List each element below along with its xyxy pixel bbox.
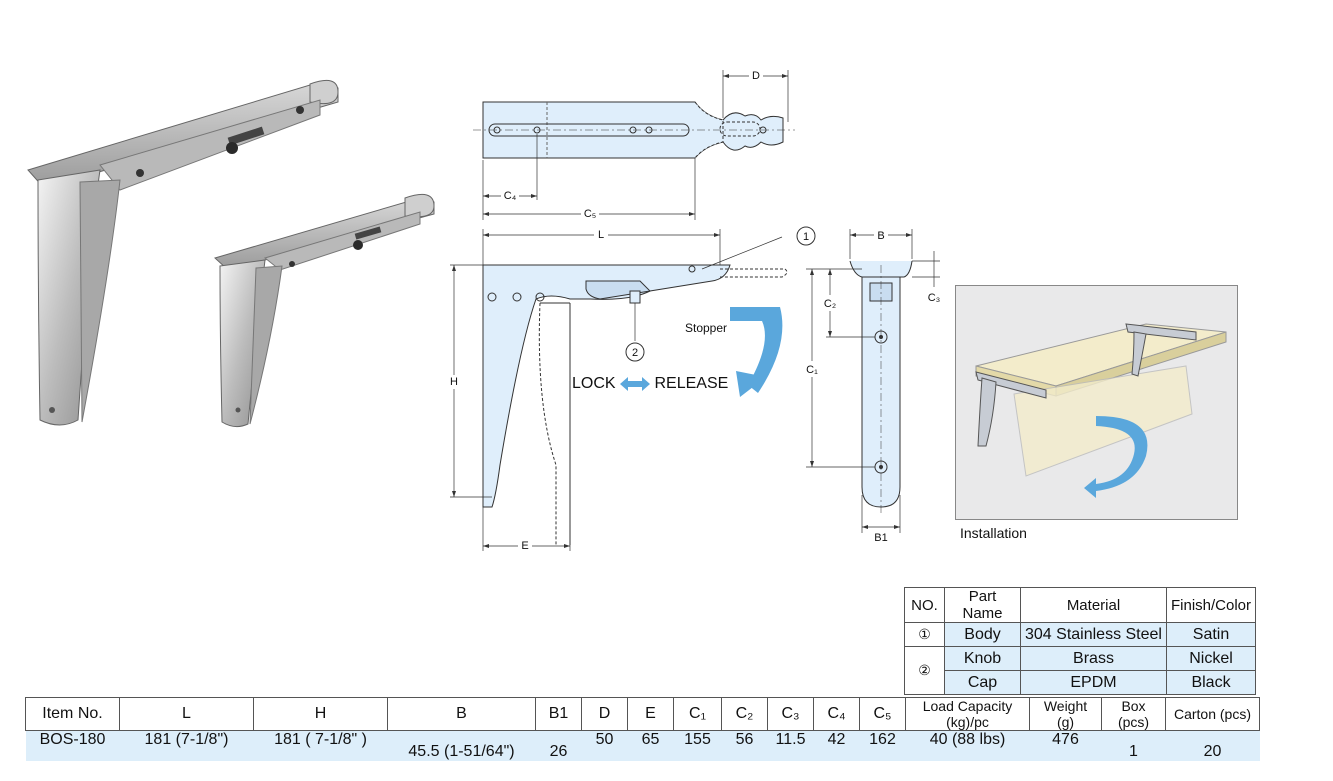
spec-header-box: Box (pcs) bbox=[1101, 697, 1166, 731]
spec-header-row: Item No. L H B B1 D E C₁ C₂ C₃ C₄ C₅ Loa… bbox=[25, 697, 1260, 731]
spec-header-c4: C₄ bbox=[813, 697, 860, 731]
dim-c5: C₅ bbox=[584, 208, 596, 220]
spec-c5: 162 bbox=[859, 730, 906, 761]
installation-drawing bbox=[975, 323, 1227, 498]
parts-finish: Nickel bbox=[1165, 646, 1257, 671]
parts-material: 304 Stainless Steel bbox=[1020, 622, 1167, 647]
side-view-drawing: L H E 2 bbox=[448, 228, 788, 552]
parts-header-finish: Finish/Color bbox=[1165, 587, 1257, 623]
stopper-label: Stopper bbox=[685, 321, 728, 335]
parts-table: NO. Part Name Material Finish/Color ① Bo… bbox=[904, 587, 1257, 695]
spec-header-load: Load Capacity (kg)/pc bbox=[905, 697, 1030, 731]
spec-header-d: D bbox=[581, 697, 628, 731]
parts-name: Cap bbox=[944, 670, 1021, 695]
parts-header-part: Part Name bbox=[944, 587, 1021, 623]
dim-c2: C₂ bbox=[824, 298, 836, 310]
dim-c3: C₃ bbox=[928, 292, 940, 304]
spec-l: 181 (7-1/8") bbox=[119, 730, 254, 761]
lock-release-label: LOCK RELEASE bbox=[572, 375, 728, 393]
spec-h: 181 ( 7-1/8" ) bbox=[253, 730, 388, 761]
spec-item: BOS-180 bbox=[25, 730, 120, 761]
parts-header-material: Material bbox=[1020, 587, 1167, 623]
spec-header-b1: B1 bbox=[535, 697, 582, 731]
callout-2: 2 bbox=[632, 347, 638, 359]
product-photo bbox=[27, 79, 435, 428]
lock-text: LOCK bbox=[572, 375, 616, 392]
spec-header-e: E bbox=[627, 697, 674, 731]
spec-header-carton: Carton (pcs) bbox=[1165, 697, 1260, 731]
parts-no: ① bbox=[904, 622, 945, 647]
installation-caption: Installation bbox=[960, 525, 1027, 541]
table-row: BOS-180 181 (7-1/8") 181 ( 7-1/8" ) 45.5… bbox=[25, 730, 1260, 761]
dim-b1: B1 bbox=[874, 532, 887, 544]
spec-carton: 20 bbox=[1165, 730, 1260, 761]
parts-name: Knob bbox=[944, 646, 1021, 671]
spec-b: 45.5 (1-51/64") bbox=[387, 730, 536, 761]
dim-c4: C₄ bbox=[504, 190, 517, 202]
spec-c4: 42 bbox=[813, 730, 860, 761]
top-view-drawing: D C₄ C₅ bbox=[473, 69, 795, 220]
dim-c1: C₁ bbox=[806, 364, 818, 376]
table-row: ① Body 304 Stainless Steel Satin bbox=[904, 622, 1257, 647]
callout-1: 1 bbox=[803, 231, 809, 243]
parts-header-no: NO. bbox=[904, 587, 945, 623]
parts-no: ② bbox=[904, 646, 945, 695]
spec-weight: 476 bbox=[1029, 730, 1102, 761]
spec-header-item: Item No. bbox=[25, 697, 120, 731]
spec-header-c1: C₁ bbox=[673, 697, 722, 731]
double-arrow-icon bbox=[620, 376, 651, 391]
spec-c1: 155 bbox=[673, 730, 722, 761]
dim-h: H bbox=[450, 376, 458, 388]
spec-load: 40 (88 lbs) bbox=[905, 730, 1030, 761]
spec-b1: 26 bbox=[535, 730, 582, 761]
parts-name: Body bbox=[944, 622, 1021, 647]
parts-finish: Black bbox=[1165, 670, 1257, 695]
spec-c3: 11.5 bbox=[767, 730, 814, 761]
spec-header-h: H bbox=[253, 697, 388, 731]
spec-header-c3: C₃ bbox=[767, 697, 814, 731]
spec-header-l: L bbox=[119, 697, 254, 731]
dim-b: B bbox=[877, 230, 884, 242]
table-row: Cap EPDM Black bbox=[905, 670, 1257, 695]
spec-header-c5: C₅ bbox=[859, 697, 906, 731]
spec-header-c2: C₂ bbox=[721, 697, 768, 731]
spec-e: 65 bbox=[627, 730, 674, 761]
small-bracket bbox=[214, 193, 435, 428]
table-row: ② Knob Brass Nickel bbox=[904, 646, 1257, 695]
parts-material: EPDM bbox=[1020, 670, 1167, 695]
spec-header-b: B bbox=[387, 697, 536, 731]
callout-1-marker: 1 bbox=[796, 226, 816, 246]
spec-d: 50 bbox=[581, 730, 628, 761]
large-bracket bbox=[27, 79, 339, 426]
spec-box: 1 bbox=[1101, 730, 1166, 761]
spec-header-weight: Weight (g) bbox=[1029, 697, 1102, 731]
parts-header-row: NO. Part Name Material Finish/Color bbox=[904, 587, 1257, 623]
dim-d: D bbox=[752, 70, 760, 82]
parts-material: Brass bbox=[1020, 646, 1167, 671]
dim-l: L bbox=[598, 229, 604, 241]
spec-c2: 56 bbox=[721, 730, 768, 761]
end-view-drawing: B C₁ C₂ C₃ B1 bbox=[805, 228, 941, 544]
dim-e: E bbox=[521, 540, 528, 552]
parts-finish: Satin bbox=[1165, 622, 1257, 647]
release-text: RELEASE bbox=[654, 375, 729, 392]
installation-illustration bbox=[955, 285, 1238, 520]
spec-table: Item No. L H B B1 D E C₁ C₂ C₃ C₄ C₅ Loa… bbox=[25, 697, 1260, 761]
